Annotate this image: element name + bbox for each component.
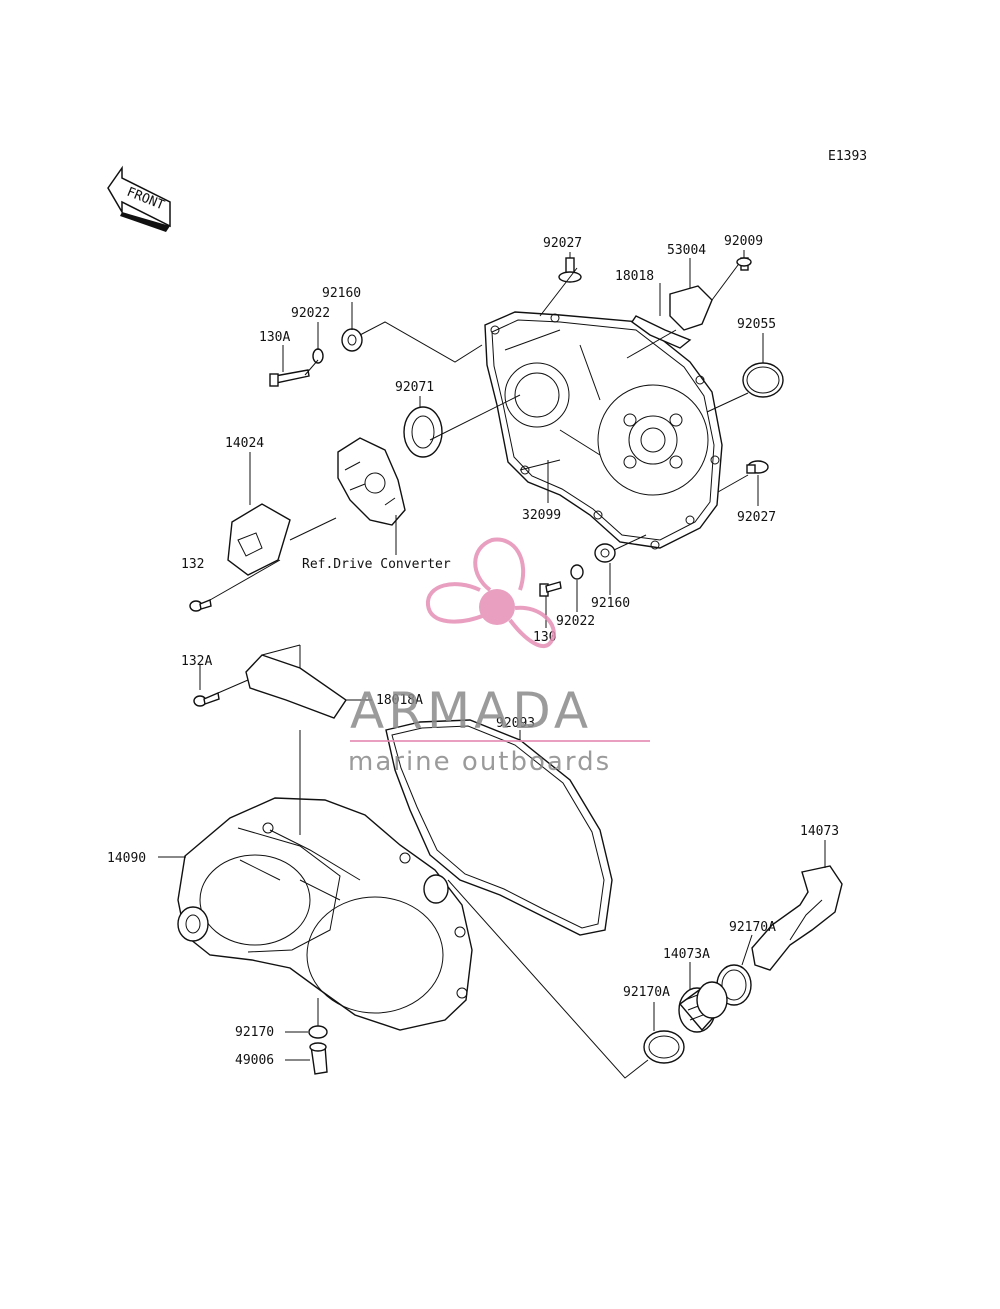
duct-14073 (751, 865, 843, 971)
label-92160-top: 92160 (322, 286, 361, 301)
label-130a: 130A (259, 330, 290, 345)
collar-92160-bottom (594, 543, 616, 563)
propeller-logo-icon (425, 537, 556, 648)
label-14073: 14073 (800, 824, 839, 839)
label-14073a: 14073A (663, 947, 710, 962)
hose-49006 (309, 1042, 328, 1075)
clutch-cover-outer (484, 311, 723, 550)
label-32099: 32099 (522, 508, 561, 523)
gasket-92093 (385, 719, 613, 936)
label-92022-bottom: 92022 (556, 614, 595, 629)
armada-watermark: ARMADA marine outboards (348, 537, 650, 777)
label-92027-top: 92027 (543, 236, 582, 251)
label-92170a-upper: 92170A (729, 920, 776, 935)
label-92055: 92055 (737, 317, 776, 332)
label-92071: 92071 (395, 380, 434, 395)
clutch-cover-inner (177, 797, 473, 1031)
label-132a: 132A (181, 654, 212, 669)
label-53004: 53004 (667, 243, 706, 258)
washer-92022-top (312, 348, 324, 364)
bracket-18018a (245, 654, 347, 719)
bolt-92027-right (746, 460, 769, 474)
plate-14024 (227, 503, 291, 576)
leader-lines (158, 250, 826, 1079)
diagram-code: E1393 (828, 149, 867, 164)
label-49006: 49006 (235, 1053, 274, 1068)
label-14090: 14090 (107, 851, 146, 866)
bolt-92009 (736, 257, 752, 271)
bracket-18018 (631, 315, 692, 349)
oilseal-92071 (403, 406, 443, 458)
drive-converter-ref (337, 437, 406, 526)
label-92093: 92093 (496, 716, 535, 731)
watermark-brand: ARMADA (350, 682, 592, 740)
bolt-130a (269, 369, 310, 387)
sleeve-14073a (678, 981, 728, 1033)
washer-92022-bottom (570, 564, 584, 580)
label-92170a-lower: 92170A (623, 985, 670, 1000)
bolt-132 (189, 599, 212, 612)
bolt-132a (193, 692, 220, 707)
plate-53004 (669, 285, 713, 331)
clamp-92170 (308, 1025, 328, 1039)
label-18018: 18018 (615, 269, 654, 284)
label-18018a: 18018A (376, 693, 423, 708)
label-92160-bottom: 92160 (591, 596, 630, 611)
label-92170: 92170 (235, 1025, 274, 1040)
label-132: 132 (181, 557, 204, 572)
watermark-tagline: marine outboards (348, 747, 611, 777)
bolt-130 (539, 581, 562, 597)
label-92009: 92009 (724, 234, 763, 249)
part-labels: 92027 53004 92009 18018 92160 92022 130A… (107, 234, 839, 1068)
label-ref-drive-converter: Ref.Drive Converter (302, 557, 451, 572)
bolt-92027-top (558, 257, 582, 283)
front-arrow-icon: FRONT (107, 165, 171, 232)
clamp-92170a-lower (643, 1030, 685, 1064)
label-92027-right: 92027 (737, 510, 776, 525)
label-14024: 14024 (225, 436, 264, 451)
collar-92160-top (341, 328, 363, 352)
label-92022-top: 92022 (291, 306, 330, 321)
oring-92055 (742, 362, 784, 398)
